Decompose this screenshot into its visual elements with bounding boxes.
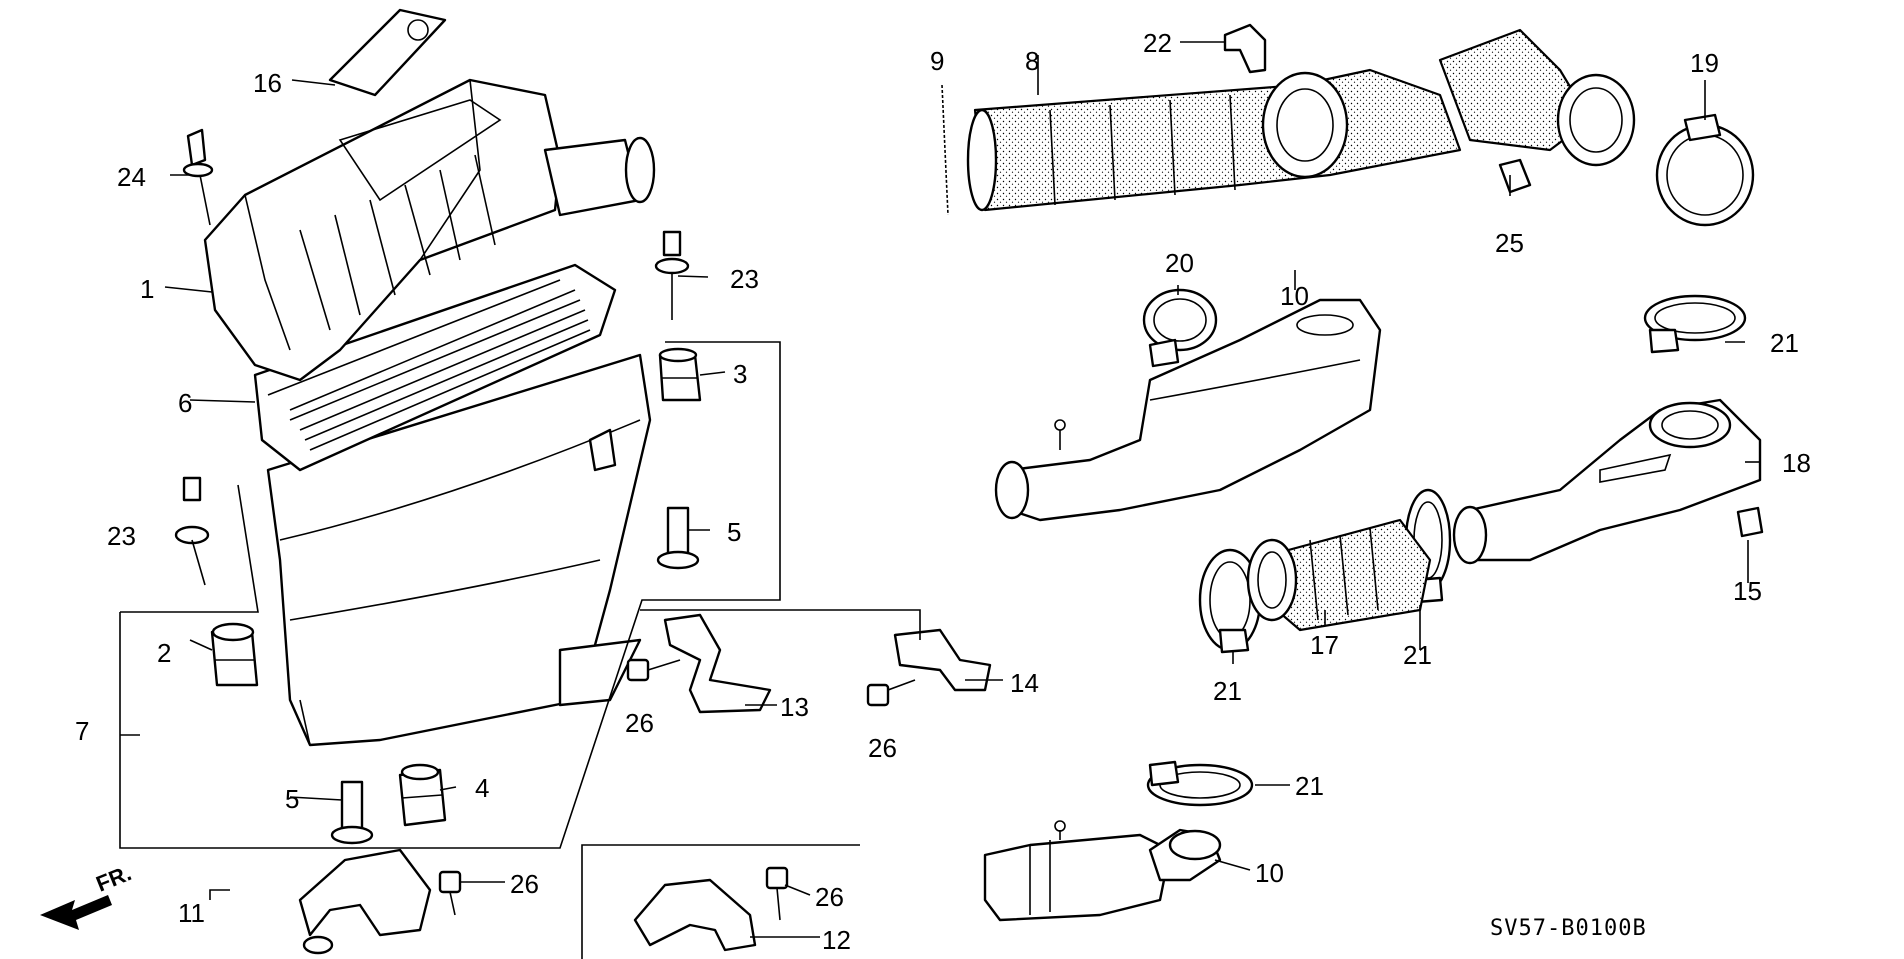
callout-14: 13 (780, 692, 809, 722)
air-cleaner-element (253, 263, 617, 472)
bolt-26-b (866, 679, 916, 707)
clip-25 (1498, 158, 1532, 194)
front-direction-indicator: FR. (40, 860, 135, 930)
bolt-26-d (765, 866, 789, 921)
callout-26-d: 26 (815, 882, 844, 912)
air-cleaner-assembly (203, 78, 656, 747)
callout-labels: 16 24 1 23 6 3 5 23 2 7 26 13 14 26 5 4 … (75, 28, 1811, 955)
resonator-10 (983, 833, 1172, 922)
air-intake-duct-11 (1008, 298, 1382, 522)
callout-26-c: 26 (510, 869, 539, 899)
air-cleaner-cover (203, 78, 562, 382)
callout-12: 11 (178, 898, 205, 928)
grommet-4 (398, 763, 447, 827)
diagram-code: SV57-B0100B (1490, 916, 1647, 941)
callout-1: 1 (140, 274, 154, 304)
callout-22: 22 (1143, 28, 1172, 58)
bracket-14 (663, 613, 772, 714)
clamp-21-b (1643, 294, 1747, 354)
callout-13: 12 (822, 925, 851, 955)
callout-23-upper: 23 (730, 264, 759, 294)
bolt-26-a (626, 658, 681, 682)
callout-20: 19 (1690, 48, 1719, 78)
bolt-23-upper (654, 230, 690, 320)
collar-5-lower (330, 780, 374, 845)
collar-5-upper (656, 506, 700, 570)
callout-2: 2 (157, 638, 171, 668)
bolt-24 (182, 128, 214, 226)
clamp-21-e (1146, 760, 1254, 807)
bracket-15 (893, 628, 992, 692)
callout-21-b: 21 (1770, 328, 1799, 358)
label-sticker (328, 8, 447, 97)
bolt-26-c (438, 870, 462, 916)
callout-19: 18 (1782, 448, 1811, 478)
bolt-23-lower (174, 476, 210, 586)
callout-23-lower: 23 (107, 521, 136, 551)
callout-21-a: 20 (1165, 248, 1194, 278)
clamp-20 (1655, 113, 1755, 227)
intake-tube-7 (973, 68, 1462, 212)
grommet-3 (658, 347, 702, 402)
front-label: FR. (93, 860, 135, 896)
callout-4: 4 (475, 773, 489, 803)
callout-26-a: 26 (625, 708, 654, 738)
callout-3: 3 (733, 359, 747, 389)
bracket-12 (298, 848, 432, 937)
callout-16: 16 (253, 68, 282, 98)
bracket-13 (633, 878, 757, 952)
callout-25: 25 (1495, 228, 1524, 258)
callout-15: 14 (1010, 668, 1039, 698)
callout-5-upper: 5 (727, 517, 741, 547)
callout-21-c: 21 (1403, 640, 1432, 670)
callout-21-e: 21 (1295, 771, 1324, 801)
callout-10: 10 (1255, 858, 1284, 888)
callout-21-d: 21 (1213, 676, 1242, 706)
leader-lines (120, 41, 1760, 938)
clip-17 (1736, 506, 1764, 538)
air-cleaner-case (266, 353, 652, 747)
callout-5-lower: 5 (285, 784, 299, 814)
callout-17: 15 (1733, 576, 1762, 606)
clamp-21-a (1142, 288, 1218, 368)
grommet-2 (210, 622, 259, 687)
callout-9: 9 (930, 46, 944, 76)
callout-26-b: 26 (868, 733, 897, 763)
front-arrow-icon (40, 895, 112, 930)
clamp-21-c (1198, 548, 1262, 654)
callout-11: 10 (1280, 281, 1309, 311)
callout-18: 17 (1310, 630, 1339, 660)
callout-7: 8 (1025, 46, 1039, 76)
sensor-22 (1223, 23, 1267, 74)
callout-6: 6 (178, 388, 192, 418)
callout-24: 24 (117, 162, 146, 192)
hose-9 (941, 84, 949, 216)
callout-8: 7 (75, 716, 89, 746)
assembly-outline (119, 341, 921, 959)
